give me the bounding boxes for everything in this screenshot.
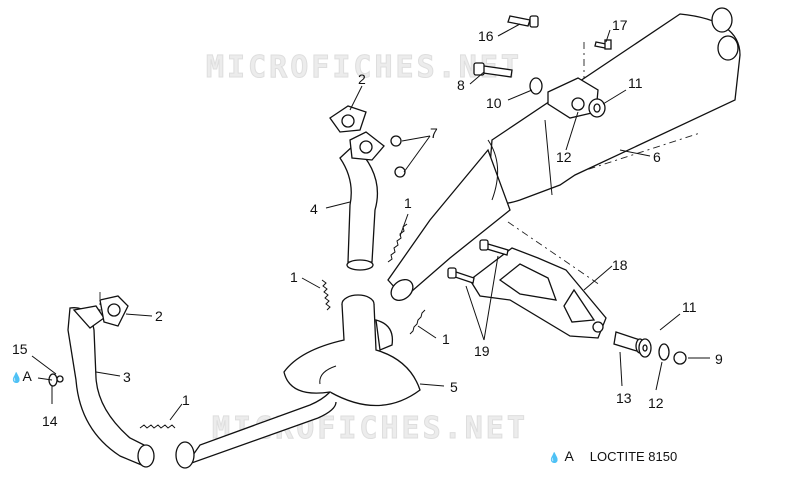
nut-9 [673,351,687,365]
legend-symbol: A [564,448,574,464]
callout-1-mid: 1 [290,269,298,285]
loctite-marker-letter: A [22,368,32,384]
washer-12-lower [658,343,670,361]
callout-18: 18 [612,257,628,273]
bolt-16 [507,15,539,28]
callout-10: 10 [486,95,502,111]
gasket-2-lower [99,295,129,327]
screw-17 [594,39,612,50]
silencer-mount-lug [547,77,599,119]
callout-16: 16 [478,28,494,44]
loctite-drop-icon: 💧 [10,373,23,384]
callout-1-upper: 1 [404,195,412,211]
screws-19 [447,239,509,284]
header-pipe-3 [67,305,155,468]
callout-13: 13 [616,390,632,406]
header-pipe-4 [339,131,385,271]
callout-5: 5 [450,379,458,395]
gasket-2-top [329,105,367,133]
callout-7: 7 [430,125,438,141]
callout-1-right: 1 [442,331,450,347]
callout-19: 19 [474,343,490,359]
spring-1-lower [139,424,176,429]
callout-15: 15 [12,341,28,357]
callout-12-top: 12 [556,149,572,165]
callout-2-top: 2 [358,71,366,87]
plug-15 [56,375,64,383]
nut-11-lower [638,338,652,358]
callout-9: 9 [715,351,723,367]
silencer [387,7,741,301]
callout-1-lower: 1 [182,392,190,408]
bolt-8 [473,62,513,78]
callout-6: 6 [653,149,661,165]
callout-11-top: 11 [628,75,643,91]
loctite-marker: 💧A [10,369,32,386]
legend: 💧A LOCTITE 8150 [548,448,681,464]
callout-8: 8 [457,77,465,93]
leader-lines [31,23,710,421]
collector-pipe-5 [175,294,421,469]
legend-text: LOCTITE 8150 [589,449,678,464]
nut-11-top [588,98,606,118]
callout-4: 4 [310,201,318,217]
nuts-7 [390,135,406,178]
bracket-18 [469,247,607,339]
callout-12-lower: 12 [648,395,664,411]
loctite-drop-icon-legend: 💧 [548,453,561,464]
callout-14: 14 [42,413,58,429]
watermark-top: MICROFICHES.NET [206,50,522,86]
spring-1-right [409,309,426,335]
guide-line-bracket [507,221,601,286]
spring-1-upper [387,223,408,263]
spring-1-mid [321,279,331,311]
callout-17: 17 [612,17,628,33]
washer-10 [529,77,543,95]
callout-2-lower: 2 [155,308,163,324]
callout-3: 3 [123,369,131,385]
callout-11-lower: 11 [682,299,697,315]
